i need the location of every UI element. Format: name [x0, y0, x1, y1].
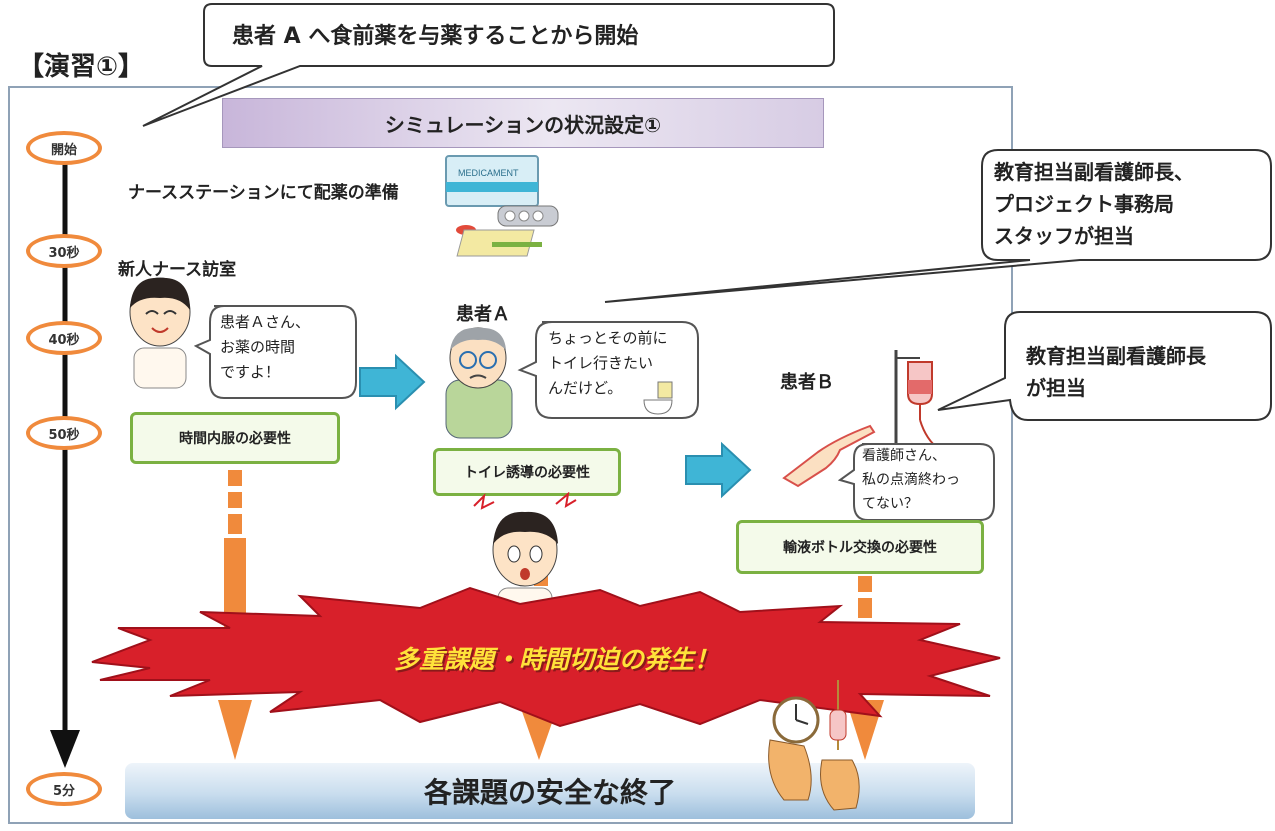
right-callout1-text: 教育担当副看護師長、 プロジェクト事務局 スタッフが担当: [994, 156, 1194, 252]
nurse-visit-label: 新人ナース訪室: [118, 260, 237, 280]
patient-a-label: 患者Ａ: [456, 304, 510, 325]
clock-hands-illustration: [768, 680, 860, 811]
patient-a-speech-line: トイレ行きたい: [548, 354, 654, 372]
arrow-icon: [359, 353, 426, 411]
iv-drip-icon: [894, 350, 941, 451]
nurse-bubble-shape: [194, 305, 357, 399]
right-callout2-line: 教育担当副看護師長: [1026, 344, 1206, 368]
patient-b-speech: 看護師さん、 私の点滴終わっ てない？: [862, 444, 960, 516]
patient-b-speech-line: 私の点滴終わっ: [862, 472, 960, 488]
nurse-speech: 患者Ａさん、 お薬の時間 ですよ！: [220, 310, 310, 385]
patient-a-speech: ちょっとその前に トイレ行きたい んだけど。: [548, 326, 668, 401]
nurse-illustration: [129, 277, 191, 389]
timeline-start: 開始: [26, 131, 102, 165]
timeline-40s: 40秒: [26, 321, 102, 355]
patient-b-bubble-shape: [838, 443, 995, 521]
box-toilet-guidance: トイレ誘導の必要性: [433, 448, 621, 496]
timeline-30s: 30秒: [26, 234, 102, 268]
patient-b-speech-line: 看護師さん、: [862, 448, 946, 464]
patient-a-bubble-shape: [517, 321, 699, 419]
top-callout-shape: [142, 3, 835, 127]
right-callout2-line: が担当: [1026, 376, 1086, 400]
right-callout1-shape: [604, 149, 1272, 303]
scenario-banner: シミュレーションの状況設定①: [222, 98, 824, 148]
right-callout1-line: スタッフが担当: [994, 224, 1134, 248]
nurse-speech-line: 患者Ａさん、: [220, 313, 311, 331]
box-oral-medication: 時間内服の必要性: [130, 412, 340, 464]
right-callout2-bubble: [937, 311, 1272, 421]
toilet-icon: [643, 381, 673, 415]
nurse-speech-line: お薬の時間: [220, 338, 296, 356]
patient-a-speech-line: ちょっとその前に: [548, 329, 668, 347]
box-iv-bottle-change: 輸液ボトル交換の必要性: [736, 520, 984, 574]
right-callout1-line: プロジェクト事務局: [994, 192, 1174, 216]
arrow-icon: [685, 441, 752, 499]
medicament-text: MEDICAMENT: [458, 168, 519, 178]
burst-text: 多重課題・時間切迫の発生！: [394, 645, 720, 674]
pointing-hand-icon: [782, 424, 876, 488]
timeline-50s: 50秒: [26, 416, 102, 450]
right-callout1-line: 教育担当副看護師長、: [994, 160, 1194, 184]
patient-b-label: 患者Ｂ: [780, 372, 834, 393]
right-callout2-text: 教育担当副看護師長 が担当: [1026, 340, 1206, 404]
medicine-illustration: MEDICAMENT: [445, 155, 559, 257]
patient-a-speech-line: んだけど。: [548, 379, 623, 397]
nurse-speech-line: ですよ！: [220, 363, 281, 381]
station-caption: ナースステーションにて配薬の準備: [128, 183, 399, 203]
timeline-5min: 5分: [26, 772, 102, 806]
patient-a-illustration: [445, 327, 513, 439]
top-callout-text: 患者 A へ食前薬を与薬することから開始: [232, 24, 639, 49]
exercise-heading: 【演習①】: [18, 52, 145, 82]
patient-b-speech-line: てない？: [862, 496, 918, 512]
